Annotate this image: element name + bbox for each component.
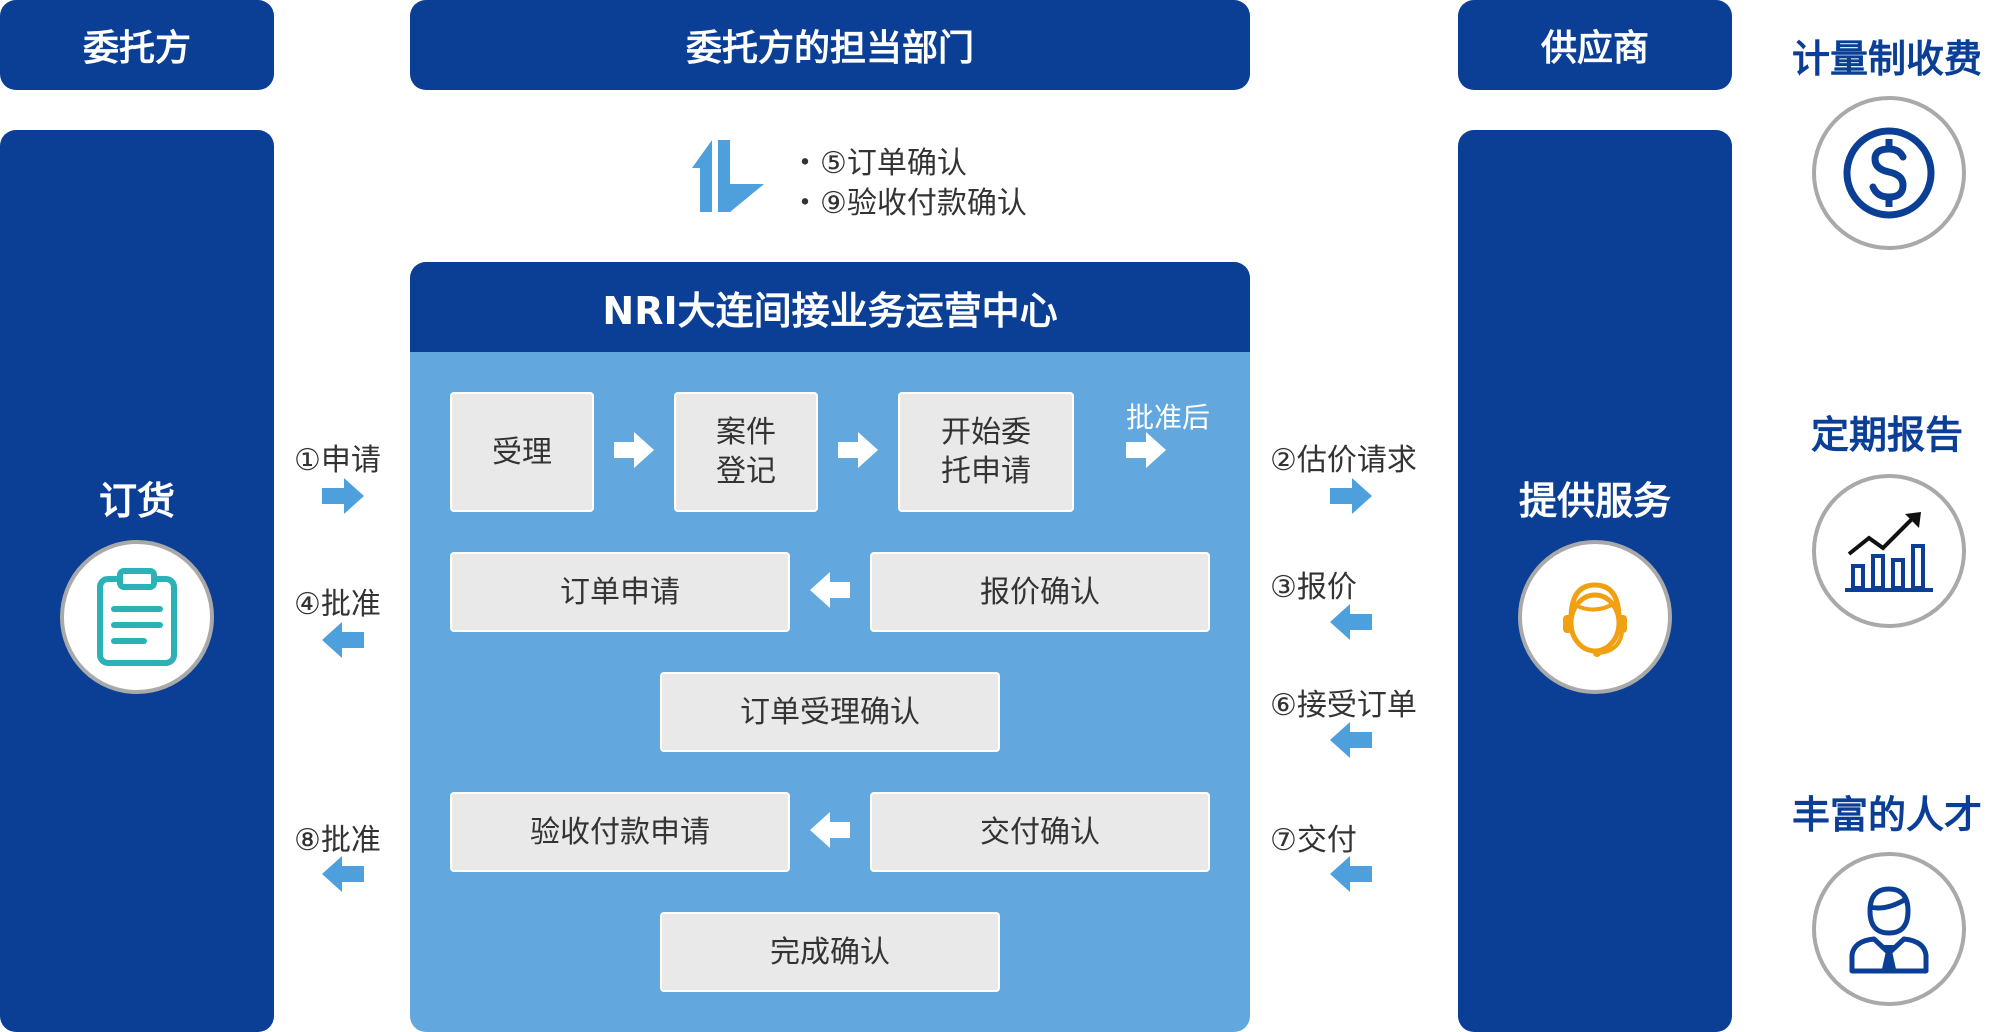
step-approve-payment-label: ⑧批准: [294, 823, 381, 858]
step-delivery-label: ⑦交付: [1270, 823, 1357, 858]
clipboard-icon: [60, 540, 214, 694]
header-supplier: 供应商: [1458, 0, 1732, 90]
step-left-arrow: [322, 622, 364, 658]
operations-center-title: NRI大连间接业务运营中心: [410, 262, 1250, 352]
client-column-title: 订货: [98, 479, 175, 523]
header-client: 委托方: [0, 0, 274, 90]
box-order-application: 订单申请: [450, 552, 790, 632]
after-approval-label: 批准后: [1126, 401, 1211, 434]
flow-left-arrow: [810, 572, 850, 608]
feature-regular-report-title: 定期报告: [1810, 413, 1963, 457]
flow-right-arrow: [614, 432, 654, 468]
step-estimate-request-label: ②估价请求: [1270, 443, 1417, 478]
step-left-arrow: [1330, 604, 1372, 640]
box-delivery-confirmation: 交付确认: [870, 792, 1210, 872]
step-left-arrow: [322, 856, 364, 892]
supplier-column: 提供服务: [1458, 130, 1732, 1032]
feature-metered-billing-title: 计量制收费: [1791, 37, 1982, 81]
step-approve-label: ④批准: [294, 587, 381, 622]
box-case-registration: 案件 登记: [674, 392, 818, 512]
step-apply-label: ①申请: [294, 443, 381, 478]
box-acceptance-payment-application: 验收付款申请: [450, 792, 790, 872]
box-order-acceptance-confirmation: 订单受理确认: [660, 672, 1000, 752]
business-person-icon: [1812, 852, 1966, 1006]
operations-center-panel: NRI大连间接业务运营中心: [410, 262, 1250, 1032]
header-client-department: 委托方的担当部门: [410, 0, 1250, 90]
headset-person-icon: [1518, 540, 1672, 694]
step-right-arrow: [1330, 478, 1372, 514]
flow-right-arrow: [838, 432, 878, 468]
client-column: 订货: [0, 130, 274, 1032]
box-reception: 受理: [450, 392, 594, 512]
up-down-arrows-icon: [688, 140, 768, 212]
dept-note-acceptance-confirm: ・⑨验收付款确认: [790, 186, 1027, 221]
box-quote-confirmation: 报价确认: [870, 552, 1210, 632]
dollar-icon: [1812, 96, 1966, 250]
step-quote-label: ③报价: [1270, 570, 1357, 605]
flow-left-arrow: [810, 812, 850, 848]
supplier-column-title: 提供服务: [1518, 479, 1671, 523]
box-completion-confirmation: 完成确认: [660, 912, 1000, 992]
box-start-request: 开始委 托申请: [898, 392, 1074, 512]
step-left-arrow: [1330, 856, 1372, 892]
step-accept-order-label: ⑥接受订单: [1270, 688, 1417, 723]
feature-rich-talent-title: 丰富的人才: [1791, 793, 1982, 837]
step-left-arrow: [1330, 722, 1372, 758]
bar-chart-trend-icon: [1812, 474, 1966, 628]
step-right-arrow: [322, 478, 364, 514]
dept-note-order-confirm: ・⑤订单确认: [790, 146, 967, 181]
flow-right-arrow: [1126, 432, 1166, 468]
